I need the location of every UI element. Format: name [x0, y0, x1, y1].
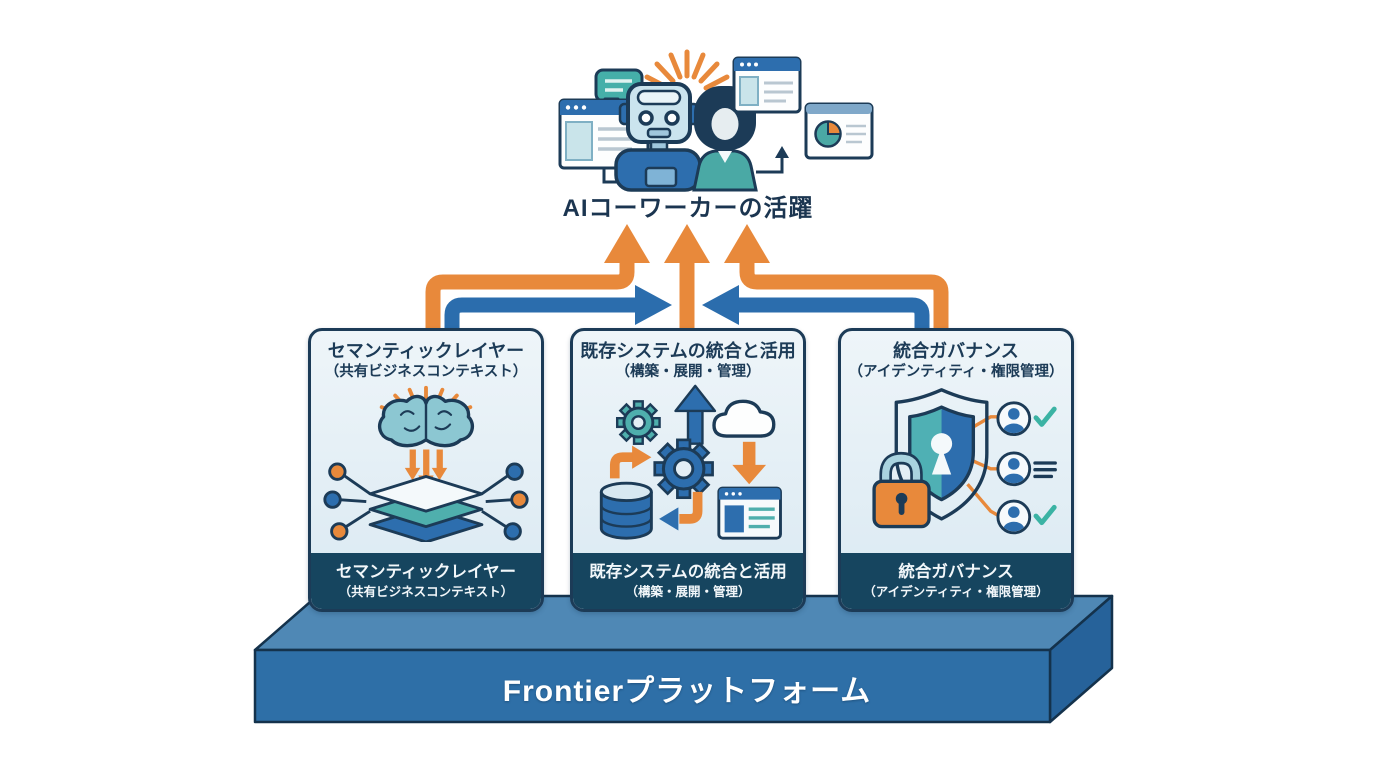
pie-chart-window-icon	[804, 102, 874, 160]
card-semantic-title: セマンティックレイヤー	[327, 341, 525, 361]
card-governance-footer-subtitle: （アイデンティティ・権限管理）	[863, 584, 1049, 599]
rays-icon	[644, 49, 730, 91]
up-arrow-connector-icon	[756, 146, 789, 174]
card-semantic-footer-title: セマンティックレイヤー	[335, 563, 516, 582]
browser-window-icon	[717, 486, 782, 540]
platform-front-face	[253, 648, 1052, 724]
card-governance-subtitle: （アイデンティティ・権限管理）	[848, 364, 1064, 381]
card-integration-footer-subtitle: （構築・展開・管理）	[625, 584, 751, 599]
platform-label: Frontierプラットフォーム	[502, 675, 872, 708]
user-badge	[996, 499, 1032, 535]
card-semantic-header: セマンティックレイヤー （共有ビジネスコンテキスト）	[311, 331, 541, 382]
card-semantic-subtitle: （共有ビジネスコンテキスト）	[324, 364, 528, 381]
user-badge	[996, 401, 1032, 437]
card-integration-footer-title: 既存システムの統合と活用	[589, 563, 787, 582]
elbow-arrow-left-icon	[659, 492, 703, 531]
card-system-integration: 既存システムの統合と活用 （構築・展開・管理）	[570, 328, 806, 612]
card-integration-title: 既存システムの統合と活用	[580, 341, 796, 361]
elbow-arrow-right-icon	[609, 445, 652, 479]
down-arrow-icon	[732, 442, 767, 485]
browser-window-2-icon	[732, 56, 802, 114]
card-governance-title: 統合ガバナンス	[893, 341, 1019, 361]
gears-cloud-database-icon	[573, 384, 803, 542]
card-governance-footer-title: 統合ガバナンス	[898, 563, 1014, 582]
check-icon	[1033, 406, 1057, 428]
up-arrow-icon	[674, 384, 717, 446]
stacked-layers-icon	[368, 475, 484, 543]
shield-lock-users-icon	[841, 384, 1071, 542]
small-gear-icon	[615, 400, 661, 446]
card-integration-subtitle: （構築・展開・管理）	[615, 364, 761, 381]
card-governance: 統合ガバナンス （アイデンティティ・権限管理）	[838, 328, 1074, 612]
card-semantic-footer: セマンティックレイヤー （共有ビジネスコンテキスト）	[311, 553, 541, 609]
network-nodes-icon	[323, 462, 529, 541]
robot-icon	[614, 82, 702, 192]
database-icon	[599, 482, 653, 540]
large-gear-icon	[653, 438, 714, 500]
up-arrow-left	[425, 224, 650, 336]
list-lines-icon	[1033, 461, 1057, 479]
padlock-icon	[872, 452, 931, 529]
cloud-icon	[712, 399, 776, 438]
check-icon	[1033, 505, 1057, 526]
card-integration-header: 既存システムの統合と活用 （構築・展開・管理）	[573, 331, 803, 382]
card-governance-footer: 統合ガバナンス （アイデンティティ・権限管理）	[841, 553, 1071, 609]
shield-outline-icon	[894, 388, 989, 521]
card-semantic-layer: セマンティックレイヤー （共有ビジネスコンテキスト）	[308, 328, 544, 612]
brain-icon	[377, 395, 475, 448]
user-badge	[996, 451, 1032, 487]
up-arrow-right	[724, 224, 949, 336]
hero-illustration	[558, 49, 874, 192]
hero-title: AIコーワーカーの活躍	[562, 195, 814, 222]
inward-arrow-right	[702, 285, 930, 336]
card-governance-header: 統合ガバナンス （アイデンティティ・権限管理）	[841, 331, 1071, 382]
card-integration-footer: 既存システムの統合と活用 （構築・展開・管理）	[573, 553, 803, 609]
brain-layers-icon	[311, 384, 541, 543]
up-arrow-center	[664, 224, 710, 336]
inward-arrow-left	[444, 285, 672, 336]
card-semantic-footer-subtitle: （共有ビジネスコンテキスト）	[338, 584, 514, 599]
